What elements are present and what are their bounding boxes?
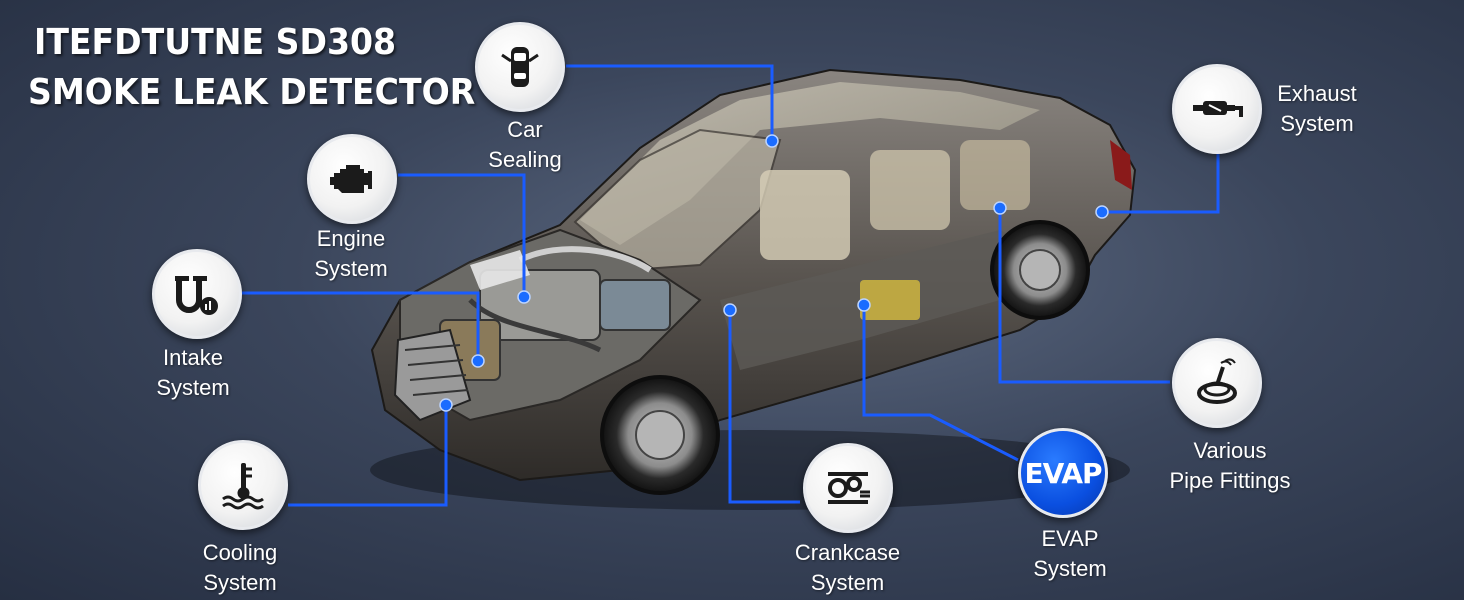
hose-fitting-icon xyxy=(1197,358,1237,404)
evap-badge: EVAP xyxy=(1018,428,1108,518)
car-sealing-badge xyxy=(475,22,565,112)
crankcase-system-label: Crankcase System xyxy=(794,540,901,595)
engine-system-badge xyxy=(307,134,397,224)
car-door-icon xyxy=(501,47,539,87)
engine-system-label: Engine System xyxy=(314,226,388,281)
intake-system-label: Intake System xyxy=(156,345,230,400)
product-title-line1: ITEFDTUTNE SD308 xyxy=(34,22,397,63)
intake-system-badge xyxy=(152,249,242,339)
crankcase-system-badge xyxy=(803,443,893,533)
pipe-fittings-badge xyxy=(1172,338,1262,428)
coolant-temperature-icon xyxy=(222,463,264,510)
engine-icon xyxy=(330,165,372,193)
cooling-system-badge xyxy=(198,440,288,530)
cooling-system-label: Cooling System xyxy=(202,540,278,595)
exhaust-system-badge xyxy=(1172,64,1262,154)
exhaust-muffler-icon xyxy=(1193,101,1243,117)
intake-pipe-icon xyxy=(175,276,218,315)
pipe-fittings-label: Various Pipe Fittings xyxy=(1169,438,1291,493)
evap-system-label: EVAP System xyxy=(1033,526,1107,581)
exhaust-system-label: Exhaust System xyxy=(1277,81,1357,136)
product-title-line2: SMOKE LEAK DETECTOR xyxy=(28,72,476,113)
car-sealing-label: Car Sealing xyxy=(488,117,562,172)
crankcase-gears-icon xyxy=(828,472,870,504)
